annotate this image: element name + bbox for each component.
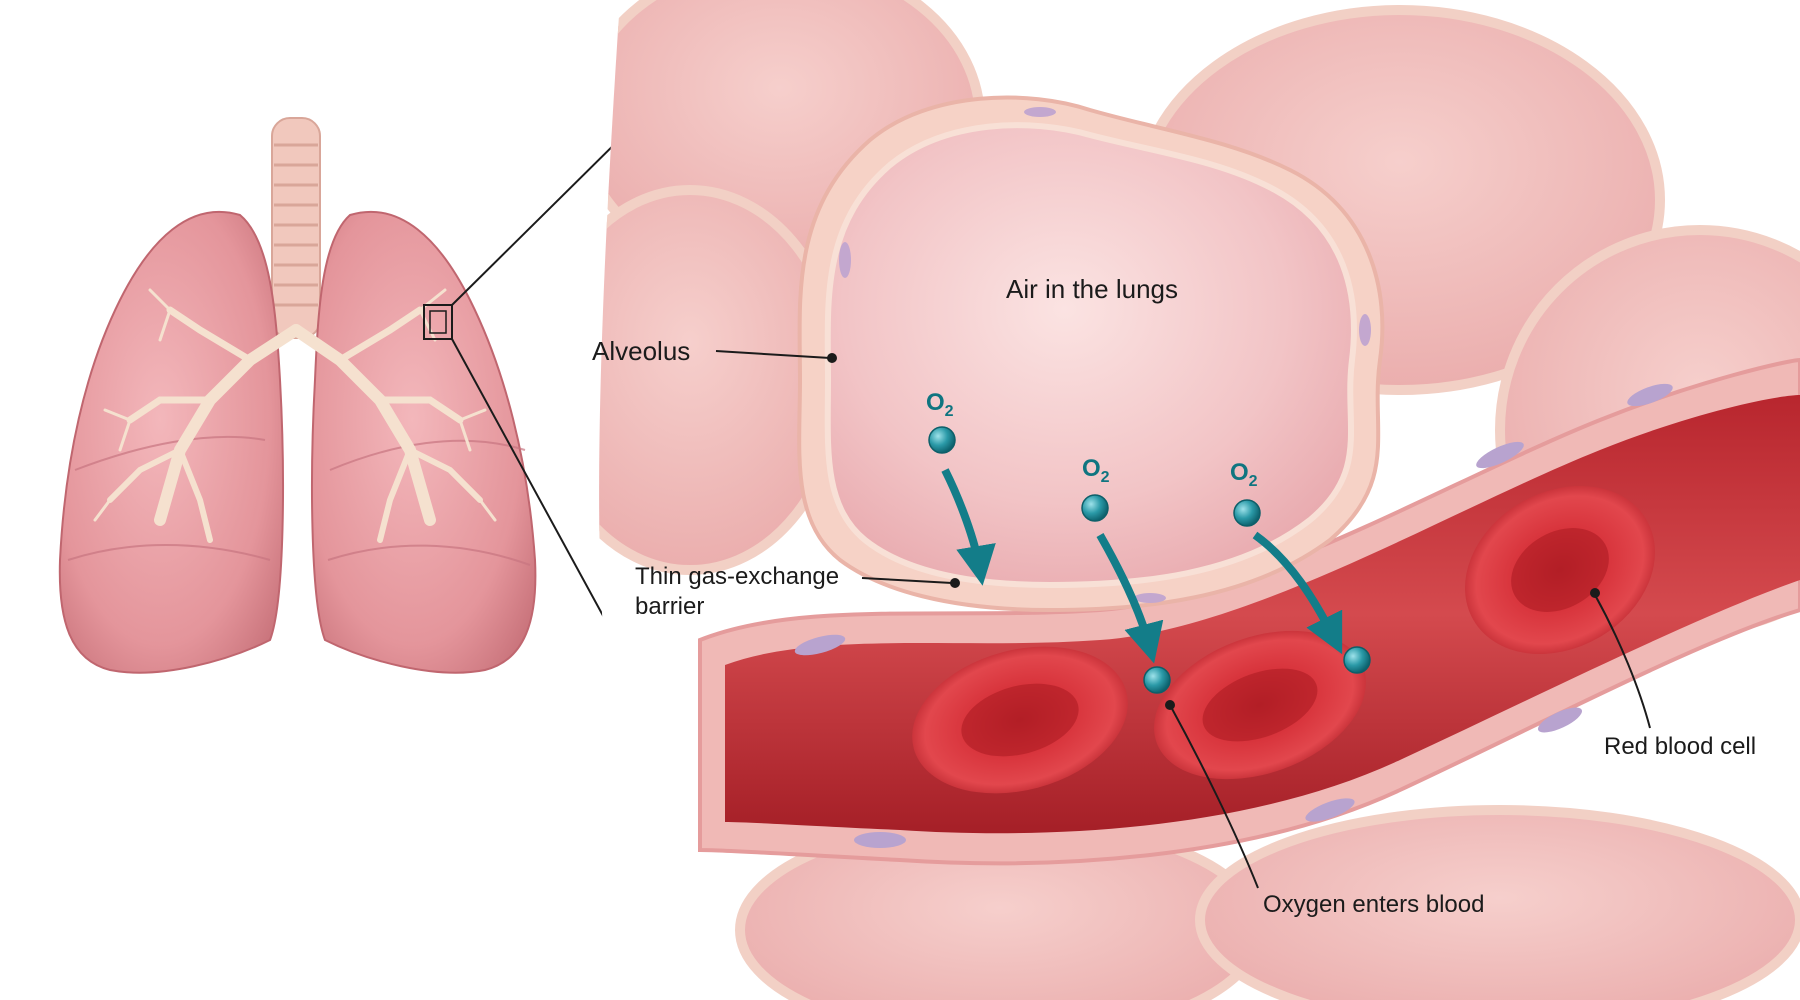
- leader-dot-red-blood-cell: [1590, 588, 1600, 598]
- endothelial-nucleus: [1537, 707, 1583, 733]
- red-blood-cell: [912, 646, 1128, 794]
- alveolar-cell-nucleus: [1359, 314, 1371, 346]
- oxygen-label: O2: [926, 389, 954, 420]
- oxygen-molecule-in-blood: [1143, 666, 1171, 694]
- endothelial-nucleus: [854, 832, 906, 848]
- label-air-in-lungs: Air in the lungs: [1006, 274, 1178, 304]
- label-oxygen-enters-blood: Oxygen enters blood: [1263, 891, 1484, 918]
- oxygen-molecule: [1233, 499, 1261, 527]
- zoomed-view: [599, 0, 1800, 1000]
- leader-barrier: [861, 577, 953, 584]
- red-blood-cell: [1154, 630, 1366, 780]
- right-lung: [311, 210, 537, 674]
- trachea: [271, 117, 321, 339]
- leader-red-blood-cell: [1594, 594, 1651, 729]
- endothelial-nucleus: [794, 634, 846, 656]
- label-barrier-line2: barrier: [635, 593, 704, 620]
- bronchial-tree: [93, 288, 497, 543]
- endothelial-nucleus: [1476, 441, 1524, 469]
- oxygen-label: O2: [1082, 455, 1110, 486]
- leader-dot-barrier: [950, 578, 960, 588]
- diffusion-arrow: [941, 468, 996, 586]
- alveolar-cell-nucleus: [1134, 593, 1166, 603]
- main-alveolus: [797, 95, 1385, 613]
- oxygen-label: O2: [1230, 459, 1258, 490]
- red-blood-cell: [1465, 485, 1655, 655]
- oxygen-molecule: [1081, 494, 1109, 522]
- leader-dot-oxygen-enters-blood: [1165, 700, 1175, 710]
- background-alveolus: [1195, 805, 1800, 1000]
- label-barrier-line1: Thin gas-exchange: [635, 563, 839, 590]
- label-alveolus: Alveolus: [592, 336, 690, 366]
- endothelial-nucleus: [1627, 383, 1673, 407]
- leader-dot-alveolus: [827, 353, 837, 363]
- background-alveolus: [599, 185, 845, 575]
- alveolar-cell-nucleus: [1024, 107, 1056, 117]
- oxygen-molecule-in-blood: [1343, 646, 1371, 674]
- endothelial-nucleus: [1305, 798, 1355, 822]
- leader-alveolus: [715, 350, 831, 359]
- diffusion-arrow: [1252, 531, 1343, 655]
- diffusion-arrow: [1096, 533, 1164, 664]
- oxygen-molecule: [928, 426, 956, 454]
- label-red-blood-cell: Red blood cell: [1604, 733, 1756, 760]
- lungs-illustration: [58, 29, 731, 831]
- zoom-region-box: [423, 304, 453, 340]
- leader-oxygen-enters-blood: [1169, 704, 1259, 889]
- alveolar-cell-nucleus: [839, 242, 851, 278]
